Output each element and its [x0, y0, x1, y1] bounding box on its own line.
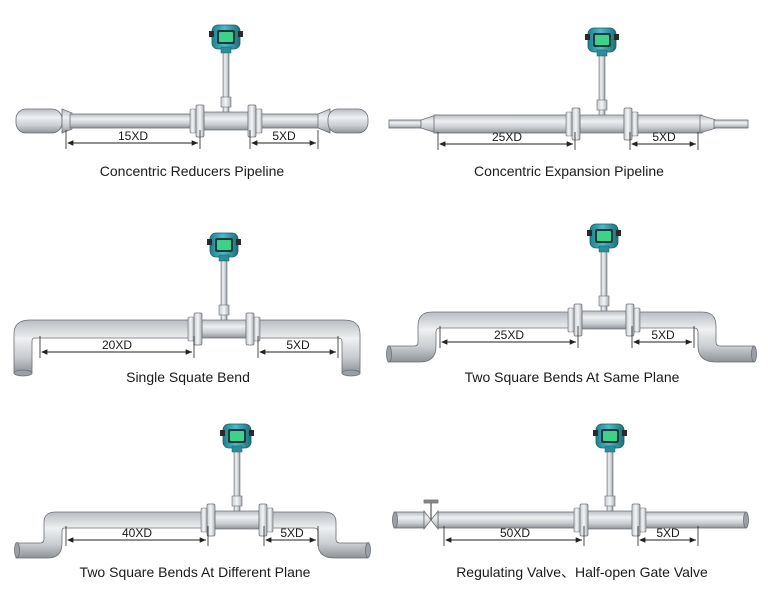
flowmeter-transmitter-icon [187, 232, 261, 346]
pipe-run [392, 511, 749, 529]
dimension-downstream: 5XD [629, 130, 699, 150]
dimension-upstream: 25XD [439, 326, 579, 348]
panel-two-bends-same-plane: 25XD 5XD Two Square Bends At Same Plane [386, 223, 757, 385]
panel-caption: Single Squate Bend [126, 369, 250, 385]
upstream-length-label: 20XD [102, 338, 132, 352]
panel-caption: Two Square Bends At Same Plane [465, 369, 680, 385]
downstream-length-label: 5XD [651, 328, 675, 342]
pipe-run [386, 311, 757, 363]
flowmeter-transmitter-icon [573, 423, 647, 537]
dimension-upstream: 40XD [65, 526, 209, 546]
panel-caption: Two Square Bends At Different Plane [80, 564, 311, 580]
flowmeter-transmitter-icon [565, 27, 639, 141]
downstream-length-label: 5XD [286, 338, 310, 352]
pipe-run [14, 511, 371, 559]
panel-single-bend: 20XD 5XD Single Squate Bend [13, 232, 361, 385]
dimension-upstream: 25XD [437, 130, 576, 150]
upstream-length-label: 50XD [500, 526, 530, 540]
pipe-run [15, 108, 369, 134]
panel-two-bends-different-plane: 40XD 5XD Two Square Bends At Different P… [14, 423, 371, 580]
dimension-downstream: 5XD [263, 526, 319, 546]
dimension-downstream: 5XD [631, 326, 695, 348]
flowmeter-transmitter-icon [567, 223, 641, 337]
downstream-length-label: 5XD [272, 129, 296, 143]
downstream-length-label: 5XD [652, 130, 676, 144]
dimension-upstream: 20XD [39, 336, 195, 358]
pipe-run [13, 319, 361, 377]
dimension-downstream: 5XD [637, 526, 699, 546]
panel-caption: Regulating Valve、Half-open Gate Valve [456, 564, 708, 580]
dimension-upstream: 15XD [65, 129, 201, 149]
flowmeter-transmitter-icon [189, 24, 263, 138]
downstream-length-label: 5XD [656, 526, 680, 540]
downstream-length-label: 5XD [280, 526, 304, 540]
upstream-length-label: 25XD [494, 328, 524, 342]
dimension-downstream: 5XD [249, 129, 319, 149]
upstream-length-label: 40XD [122, 526, 152, 540]
gate-valve-icon [423, 499, 439, 531]
upstream-length-label: 25XD [492, 130, 522, 144]
panel-caption: Concentric Expansion Pipeline [474, 163, 664, 179]
panel-concentric-reducers: 15XD 5XD Concentric Reducers Pipeline [15, 24, 369, 179]
panel-regulating-valve: 50XD 5XD Regulating Valve、Half-open Gate… [392, 423, 749, 580]
pipe-run [388, 114, 749, 134]
upstream-length-label: 15XD [118, 129, 148, 143]
dimension-downstream: 5XD [257, 336, 339, 358]
dimension-upstream: 50XD [443, 526, 585, 546]
panel-concentric-expansion: 25XD 5XD Concentric Expansion Pipeline [388, 27, 749, 179]
flowmeter-transmitter-icon [200, 423, 274, 537]
panel-caption: Concentric Reducers Pipeline [100, 163, 285, 179]
